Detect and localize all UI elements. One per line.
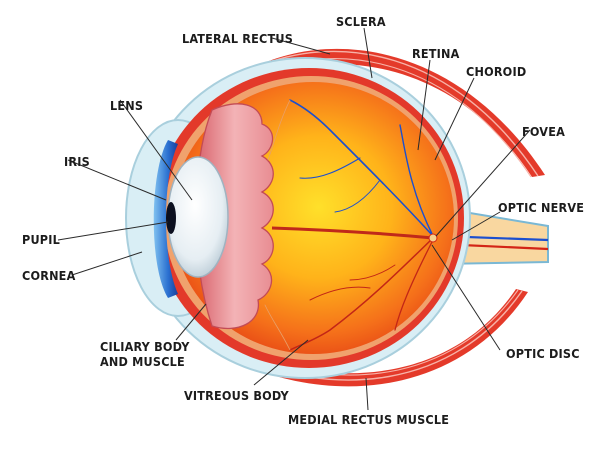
optic-disc	[428, 233, 438, 243]
label-cornea: CORNEA	[22, 268, 76, 283]
leader-lines	[57, 27, 531, 411]
label-iris: IRIS	[64, 154, 90, 169]
label-ciliary-body: CILIARY BODY AND MUSCLE	[100, 339, 190, 369]
label-sclera: SCLERA	[336, 14, 386, 29]
label-medial-rectus: MEDIAL RECTUS MUSCLE	[288, 412, 450, 427]
iris	[153, 140, 178, 298]
label-optic-nerve: OPTIC NERVE	[498, 200, 585, 215]
label-lateral-rectus: LATERAL RECTUS	[182, 31, 293, 46]
label-lens: LENS	[110, 98, 144, 113]
label-vitreous-body: VITREOUS BODY	[184, 388, 289, 403]
lens	[167, 156, 229, 278]
label-optic-disc: OPTIC DISC	[506, 346, 580, 361]
label-pupil: PUPIL	[22, 232, 60, 247]
central-artery	[271, 226, 434, 240]
label-choroid: CHOROID	[466, 64, 527, 79]
label-fovea: FOVEA	[522, 124, 565, 139]
label-retina: RETINA	[412, 46, 460, 61]
pupil	[166, 202, 176, 234]
